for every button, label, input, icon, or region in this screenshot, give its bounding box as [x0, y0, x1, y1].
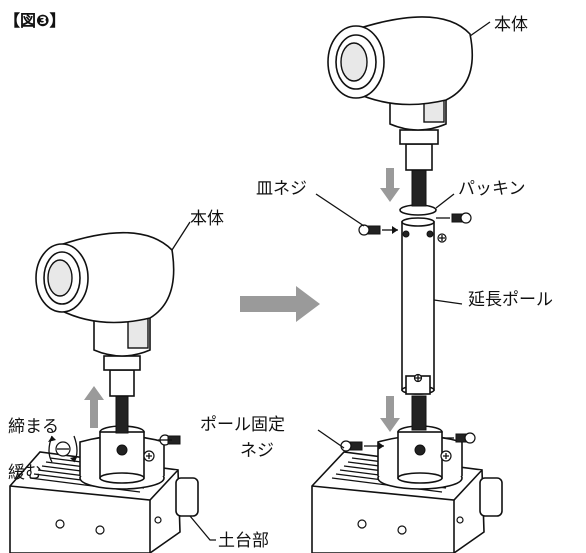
- left-neck: [103, 355, 141, 397]
- left-body-leader: [171, 221, 191, 251]
- left-side-screw: [158, 434, 181, 446]
- right-camera-head: [327, 16, 474, 131]
- right-pole-side-screw: [436, 212, 472, 224]
- left-assembly: [9, 221, 199, 553]
- right-body-leader: [469, 21, 491, 37]
- extension-pole-leader: [433, 299, 463, 305]
- packing-leader: [435, 193, 455, 209]
- right-clamp-side-screw: [444, 432, 476, 444]
- right-lower-down-arrow: [380, 396, 400, 432]
- label-loosen: 緩む: [8, 463, 42, 483]
- label-base: 土台部: [218, 531, 269, 551]
- flat-screw-leader: [315, 193, 365, 227]
- left-clamp: [79, 425, 165, 490]
- figure-label: 【図❸】: [4, 11, 66, 30]
- right-upper-thread: [411, 169, 427, 207]
- left-camera-head: [35, 231, 175, 357]
- label-extension-pole: 延長ポール: [468, 290, 553, 310]
- extension-pole-shape: [401, 217, 447, 395]
- label-pole-fix-screw-line2: ネジ: [240, 441, 274, 461]
- base-leader: [189, 515, 216, 541]
- right-neck: [399, 129, 439, 171]
- right-lower-thread: [411, 395, 427, 431]
- label-flat-screw: 皿ネジ: [256, 179, 307, 199]
- flat-screw-part: [358, 224, 398, 236]
- right-assembly: [311, 16, 503, 553]
- transition-arrow: [240, 286, 320, 322]
- label-body-left: 本体: [190, 209, 224, 229]
- label-tighten: 締まる: [8, 417, 59, 437]
- pole-fix-screw-leader: [317, 429, 345, 449]
- left-thread: [115, 394, 129, 434]
- right-upper-down-arrow: [380, 168, 400, 202]
- label-packing: パッキン: [458, 179, 526, 199]
- label-body-right: 本体: [494, 15, 528, 35]
- label-pole-fix-screw-line1: ポール固定: [200, 415, 285, 435]
- rotation-indicator: [48, 435, 78, 463]
- left-up-arrow: [84, 386, 104, 428]
- right-clamp: [377, 425, 463, 490]
